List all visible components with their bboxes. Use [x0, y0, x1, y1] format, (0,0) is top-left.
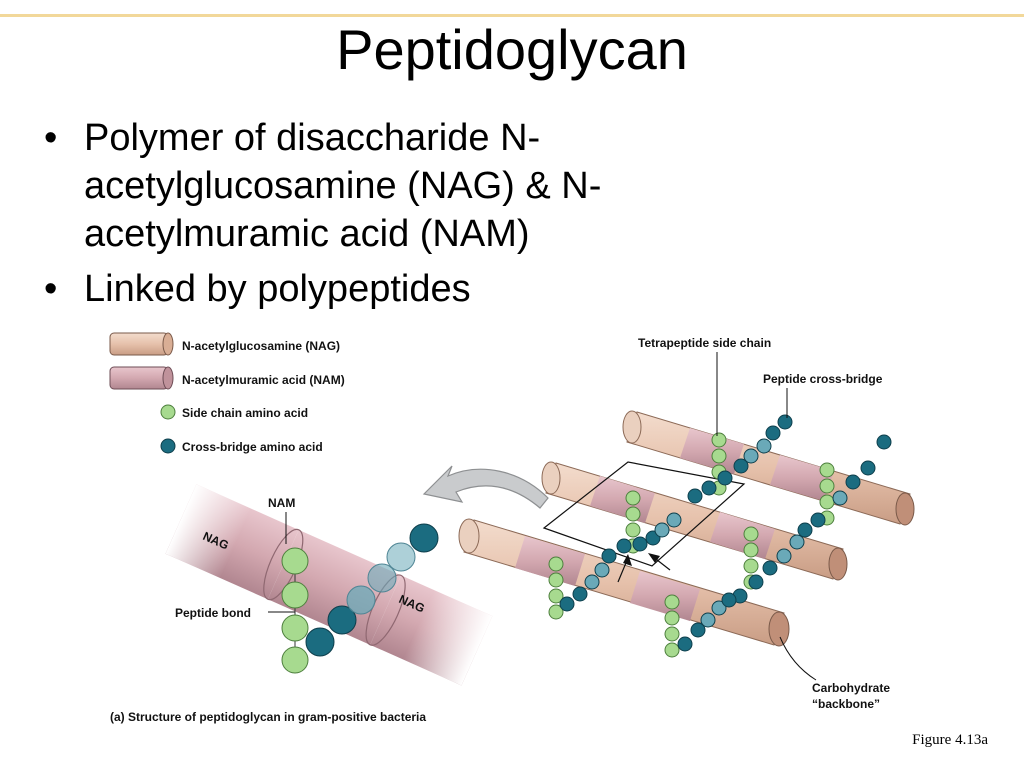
- peptidoglycan-lattice: [458, 410, 915, 658]
- legend-label-nag: N-acetylglucosamine (NAG): [182, 339, 340, 353]
- title-accent-line: [0, 14, 1024, 17]
- detail-cross-bridge-amino-acid: [327, 605, 357, 635]
- detail-side-chain-amino-acid: [281, 614, 309, 642]
- nam-cylinder-icon: [109, 366, 174, 390]
- figure-caption: (a) Structure of peptidoglycan in gram-p…: [110, 710, 426, 724]
- bullet-icon: •: [44, 268, 58, 310]
- legend-label-cross-bridge: Cross-bridge amino acid: [182, 440, 323, 454]
- caption-text: Structure of peptidoglycan in gram-posit…: [125, 710, 427, 724]
- legend: N-acetylglucosamine (NAG) N-acetylmurami…: [109, 332, 345, 454]
- label-tetrapeptide-side-chain: Tetrapeptide side chain: [638, 336, 771, 350]
- bullet-text: Polymer of disaccharide N-acetylglucosam…: [84, 117, 602, 255]
- detail-cross-bridge-amino-acid: [305, 627, 335, 657]
- detail-cross-bridge-amino-acid: [367, 563, 397, 593]
- bullet-icon: •: [44, 117, 58, 159]
- bullet-list: • Polymer of disaccharide N-acetylglucosa…: [44, 114, 764, 320]
- zoom-arrow-icon: [422, 465, 549, 509]
- bullet-item: • Polymer of disaccharide N-acetylglucosa…: [44, 114, 764, 258]
- slide-title: Peptidoglycan: [336, 18, 688, 81]
- detail-side-chain-amino-acid: [281, 547, 309, 575]
- nag-cylinder-icon: [109, 332, 174, 356]
- figure-reference: Figure 4.13a: [912, 732, 988, 748]
- caption-tag: (a): [110, 710, 125, 724]
- detail-cross-bridge-amino-acid: [386, 542, 416, 572]
- cross-bridges: [559, 414, 892, 652]
- zoom-detail: NAG NAG NAM Peptide bond: [165, 484, 493, 686]
- figure-canvas: N-acetylglucosamine (NAG) N-acetylmurami…: [96, 322, 915, 724]
- detail-side-chain-amino-acid: [281, 646, 309, 674]
- cross-bridge-amino-acid-icon: [160, 438, 176, 454]
- figure-top-mask: [96, 322, 556, 328]
- label-backbone: “backbone”: [812, 697, 880, 711]
- legend-label-nam: N-acetylmuramic acid (NAM): [182, 373, 345, 387]
- legend-label-side-chain: Side chain amino acid: [182, 406, 308, 420]
- detail-cross-bridge-amino-acid: [409, 523, 439, 553]
- peptidoglycan-figure: N-acetylglucosamine (NAG) N-acetylmurami…: [96, 322, 928, 732]
- detail-cross-bridge-amino-acid: [346, 585, 376, 615]
- detail-side-chain-amino-acid: [281, 581, 309, 609]
- side-chain-amino-acid-icon: [160, 404, 176, 420]
- label-carbohydrate: Carbohydrate: [812, 681, 890, 695]
- label-nam: NAM: [268, 496, 295, 510]
- bullet-text: Linked by polypeptides: [84, 268, 471, 310]
- label-peptide-bond: Peptide bond: [175, 606, 251, 620]
- label-peptide-cross-bridge: Peptide cross-bridge: [763, 372, 883, 386]
- bullet-item: • Linked by polypeptides: [44, 265, 764, 313]
